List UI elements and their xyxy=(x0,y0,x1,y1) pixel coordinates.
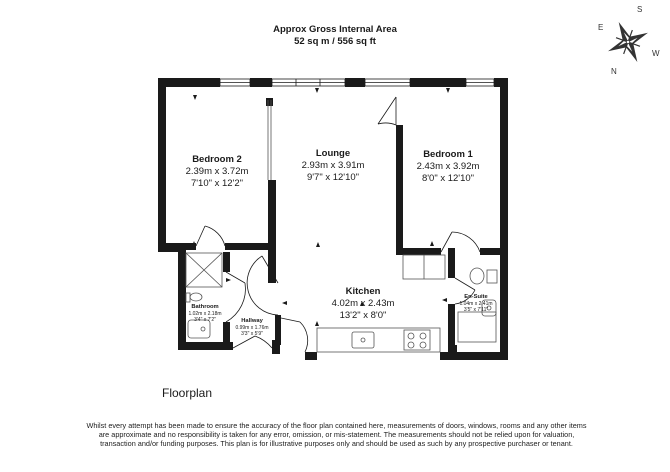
door-swings xyxy=(195,96,481,353)
bathroom-imperial: 3'4" x 7'2" xyxy=(194,317,216,323)
lounge-name: Lounge xyxy=(316,148,350,159)
ensuite-name: En-Suite xyxy=(464,294,488,300)
window-frames xyxy=(219,78,495,87)
internal-walls xyxy=(158,98,508,352)
bedroom2-metric: 2.39m x 3.72m xyxy=(186,166,249,177)
disclaimer-text: Whilst every attempt has been made to en… xyxy=(86,421,587,448)
kitchen-imperial: 13'2" x 8'0" xyxy=(340,310,387,321)
ceiling-light-markers xyxy=(192,88,450,326)
lounge-metric: 2.93m x 3.91m xyxy=(302,160,365,171)
gross-area-title: Approx Gross Internal Area xyxy=(273,24,397,35)
hallway-metric: 0.99m x 1.76m xyxy=(235,325,268,331)
ensuite-imperial: 3'5" x 7'11" xyxy=(464,307,488,313)
bedroom1-imperial: 8'0" x 12'10" xyxy=(422,173,474,184)
lounge-partition xyxy=(267,100,272,180)
compass-icon xyxy=(608,22,648,62)
bathroom-name: Bathroom xyxy=(191,304,218,310)
bedroom2-imperial: 7'10" x 12'2" xyxy=(191,178,243,189)
kitchen-metric: 4.02m x 2.43m xyxy=(332,298,395,309)
kitchen-fixtures xyxy=(316,254,446,353)
floorplan-caption: Floorplan xyxy=(162,386,213,400)
hallway-name: Hallway xyxy=(241,318,263,324)
bedroom2-name: Bedroom 2 xyxy=(192,154,242,165)
compass-label-n: N xyxy=(611,67,617,76)
hallway-imperial: 3'3" x 5'9" xyxy=(241,331,263,337)
ensuite-metric: 1.04m x 2.41m xyxy=(459,301,492,307)
bedroom1-name: Bedroom 1 xyxy=(423,149,473,160)
compass-label-s: S xyxy=(637,5,642,14)
compass-label-e: E xyxy=(598,23,603,32)
lounge-imperial: 9'7" x 12'10" xyxy=(307,172,359,183)
bathroom-fixtures xyxy=(185,252,223,339)
bedroom1-metric: 2.43m x 3.92m xyxy=(417,161,480,172)
gross-area-size: 52 sq m / 556 sq ft xyxy=(294,36,376,47)
compass-label-w: W xyxy=(652,49,660,58)
ensuite-fixtures xyxy=(457,267,498,343)
kitchen-name: Kitchen xyxy=(346,286,381,297)
bathroom-metric: 1.02m x 2.18m xyxy=(188,311,221,317)
